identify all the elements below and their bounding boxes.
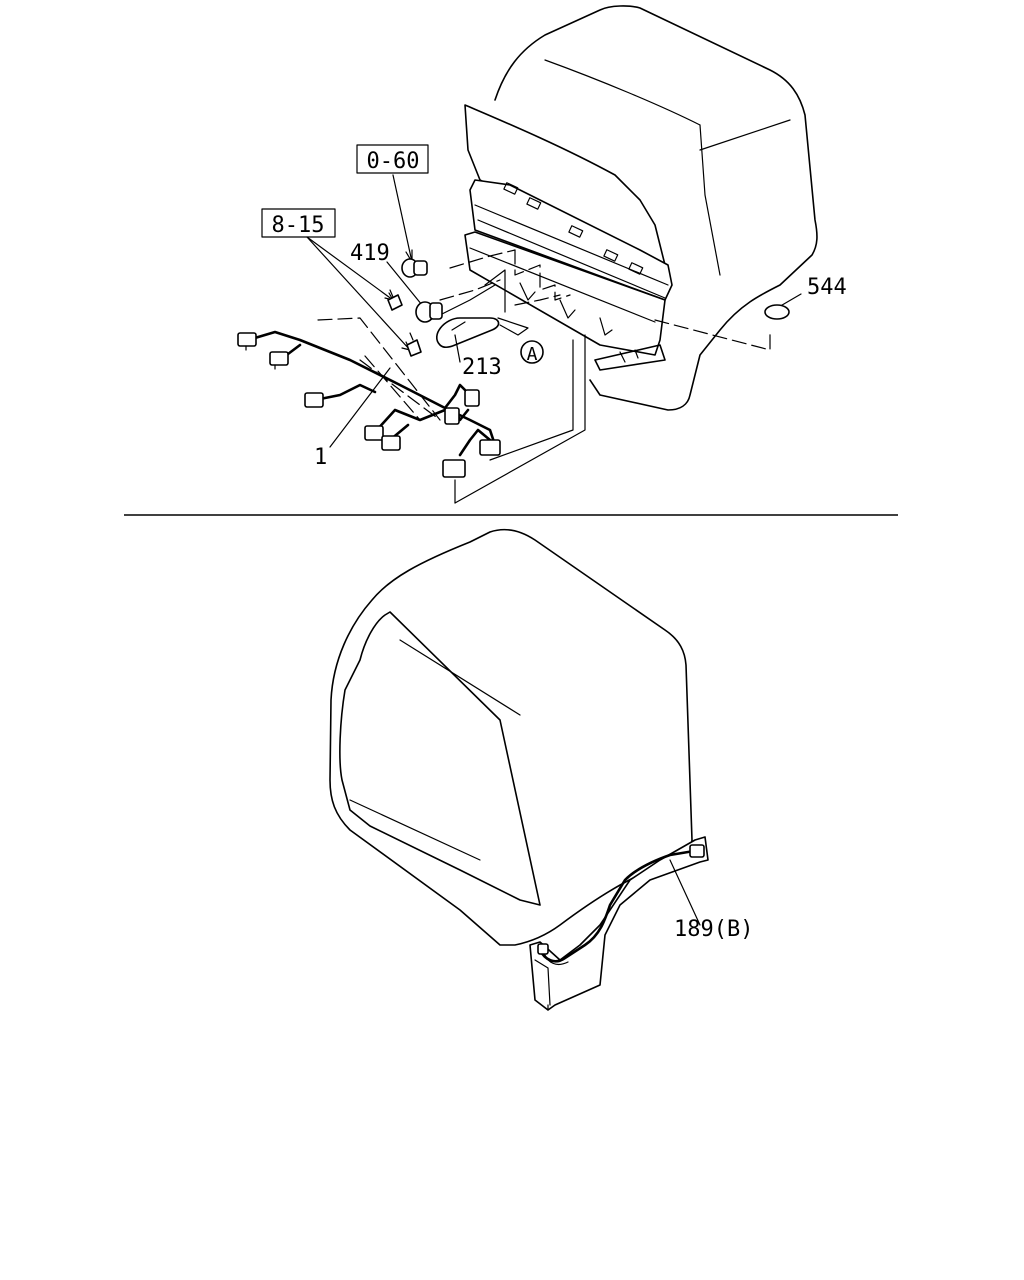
cab-body-front [464,5,818,411]
top-view: A 0-60 [237,5,847,504]
callout-544: 544 [807,275,847,300]
callout-419: 419 [350,241,390,266]
ref-box-8-15-label: 8-15 [272,213,325,238]
cab-body-rear [329,528,709,1011]
reference-a-label: A [527,344,538,365]
callout-189b: 189(B) [674,917,753,942]
clip-8-15-a [387,289,403,311]
bottom-view: 189(B) [329,528,753,1011]
ref-box-0-60-label: 0-60 [367,149,420,174]
callout-1: 1 [314,445,327,470]
wiring-harness-189b [537,844,705,966]
strap-213 [436,317,500,349]
ref-box-0-60: 0-60 [356,144,429,174]
callout-213: 213 [462,355,502,380]
bolt-419 [415,301,443,323]
ref-box-8-15: 8-15 [261,208,336,238]
plug-544 [764,304,790,320]
bolt-0-60 [401,258,428,278]
wiring-harness-1 [237,330,501,478]
reference-a-marker: A [520,340,544,365]
clip-8-15-b [406,332,422,357]
